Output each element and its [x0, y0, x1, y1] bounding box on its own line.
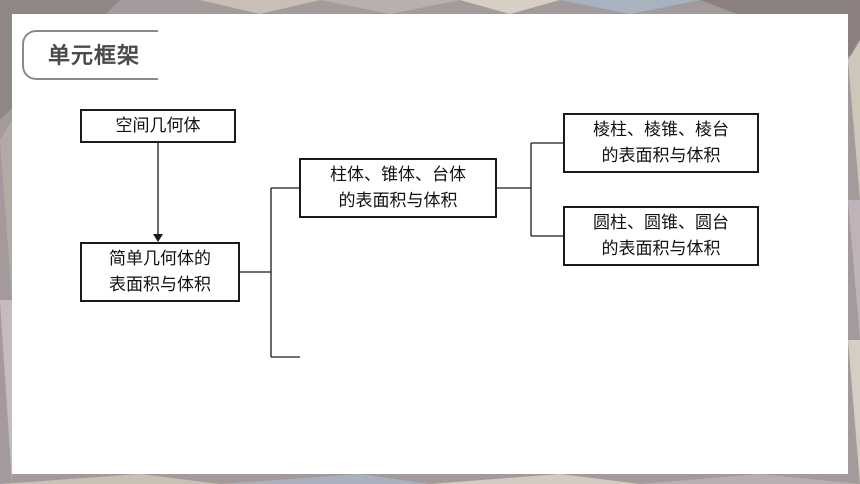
node-prism-pyramid-frustum-group: 柱体、锥体、台体 的表面积与体积: [299, 158, 497, 218]
section-badge: [22, 30, 158, 80]
node-spatial-solid: 空间几何体: [80, 109, 236, 143]
node-label-line-1: 棱柱、棱锥、棱台: [593, 120, 729, 140]
node-label-line-1: 圆柱、圆锥、圆台: [593, 213, 729, 233]
node-cylinder-area-volume: 圆柱、圆锥、圆台 的表面积与体积: [563, 206, 759, 266]
arrowhead: [153, 234, 163, 242]
page-title: 单元框架: [48, 44, 141, 69]
node-label: 空间几何体: [115, 116, 201, 136]
node-prism-area-volume: 棱柱、棱锥、棱台 的表面积与体积: [563, 113, 759, 173]
node-label-line-1: 简单几何体的: [109, 249, 211, 269]
node-label-line-2: 的表面积与体积: [338, 191, 458, 211]
node-label-line-2: 表面积与体积: [109, 275, 211, 295]
node-label-line-1: 柱体、锥体、台体: [330, 165, 466, 185]
node-label-line-2: 的表面积与体积: [601, 146, 721, 166]
node-simple-solid-area-volume: 简单几何体的 表面积与体积: [80, 242, 240, 302]
node-label-line-2: 的表面积与体积: [601, 239, 721, 259]
